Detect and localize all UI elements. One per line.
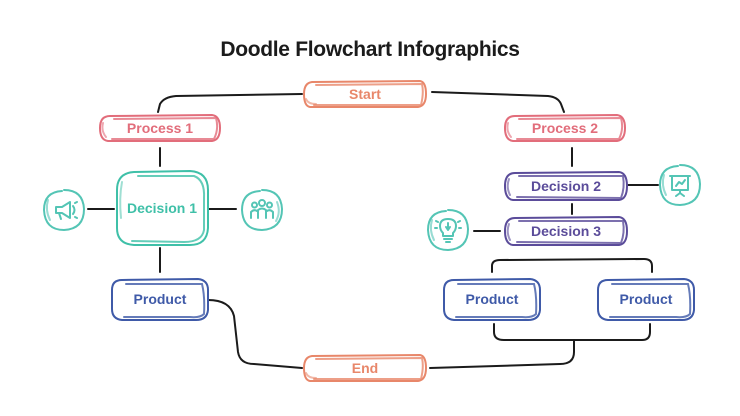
start-node[interactable]: Start <box>302 79 428 109</box>
megaphone-icon <box>42 188 86 232</box>
connector-product-to-end <box>207 299 303 369</box>
end-node[interactable]: End <box>302 353 428 383</box>
product-node-mid[interactable]: Product <box>442 276 542 322</box>
connector-decision3-split <box>491 258 653 273</box>
decision1-node[interactable]: Decision 1 <box>114 168 210 248</box>
process2-label: Process 2 <box>531 120 599 136</box>
process1-node[interactable]: Process 1 <box>98 113 222 143</box>
page-title: Doodle Flowchart Infographics <box>220 38 520 61</box>
decision2-label: Decision 2 <box>530 178 602 194</box>
product-node-left[interactable]: Product <box>110 276 210 322</box>
start-label: Start <box>349 86 381 102</box>
connector-join-to-end <box>429 339 575 369</box>
decision2-node[interactable]: Decision 2 <box>503 170 629 202</box>
decision1-label: Decision 1 <box>126 200 198 216</box>
connector-products-join <box>493 323 651 341</box>
product-mid-label: Product <box>465 291 519 307</box>
process2-node[interactable]: Process 2 <box>503 113 627 143</box>
decision3-label: Decision 3 <box>530 223 602 239</box>
lightbulb-icon <box>426 208 470 252</box>
decision3-node[interactable]: Decision 3 <box>503 215 629 247</box>
process1-label: Process 1 <box>126 120 194 136</box>
product-right-label: Product <box>619 291 673 307</box>
product-node-right[interactable]: Product <box>596 276 696 322</box>
connector-start-to-process2 <box>431 91 565 113</box>
connector-start-to-process1 <box>157 93 303 113</box>
end-label: End <box>351 360 379 376</box>
team-icon <box>240 188 284 232</box>
presentation-board-icon <box>658 163 702 207</box>
product-left-label: Product <box>133 291 187 307</box>
